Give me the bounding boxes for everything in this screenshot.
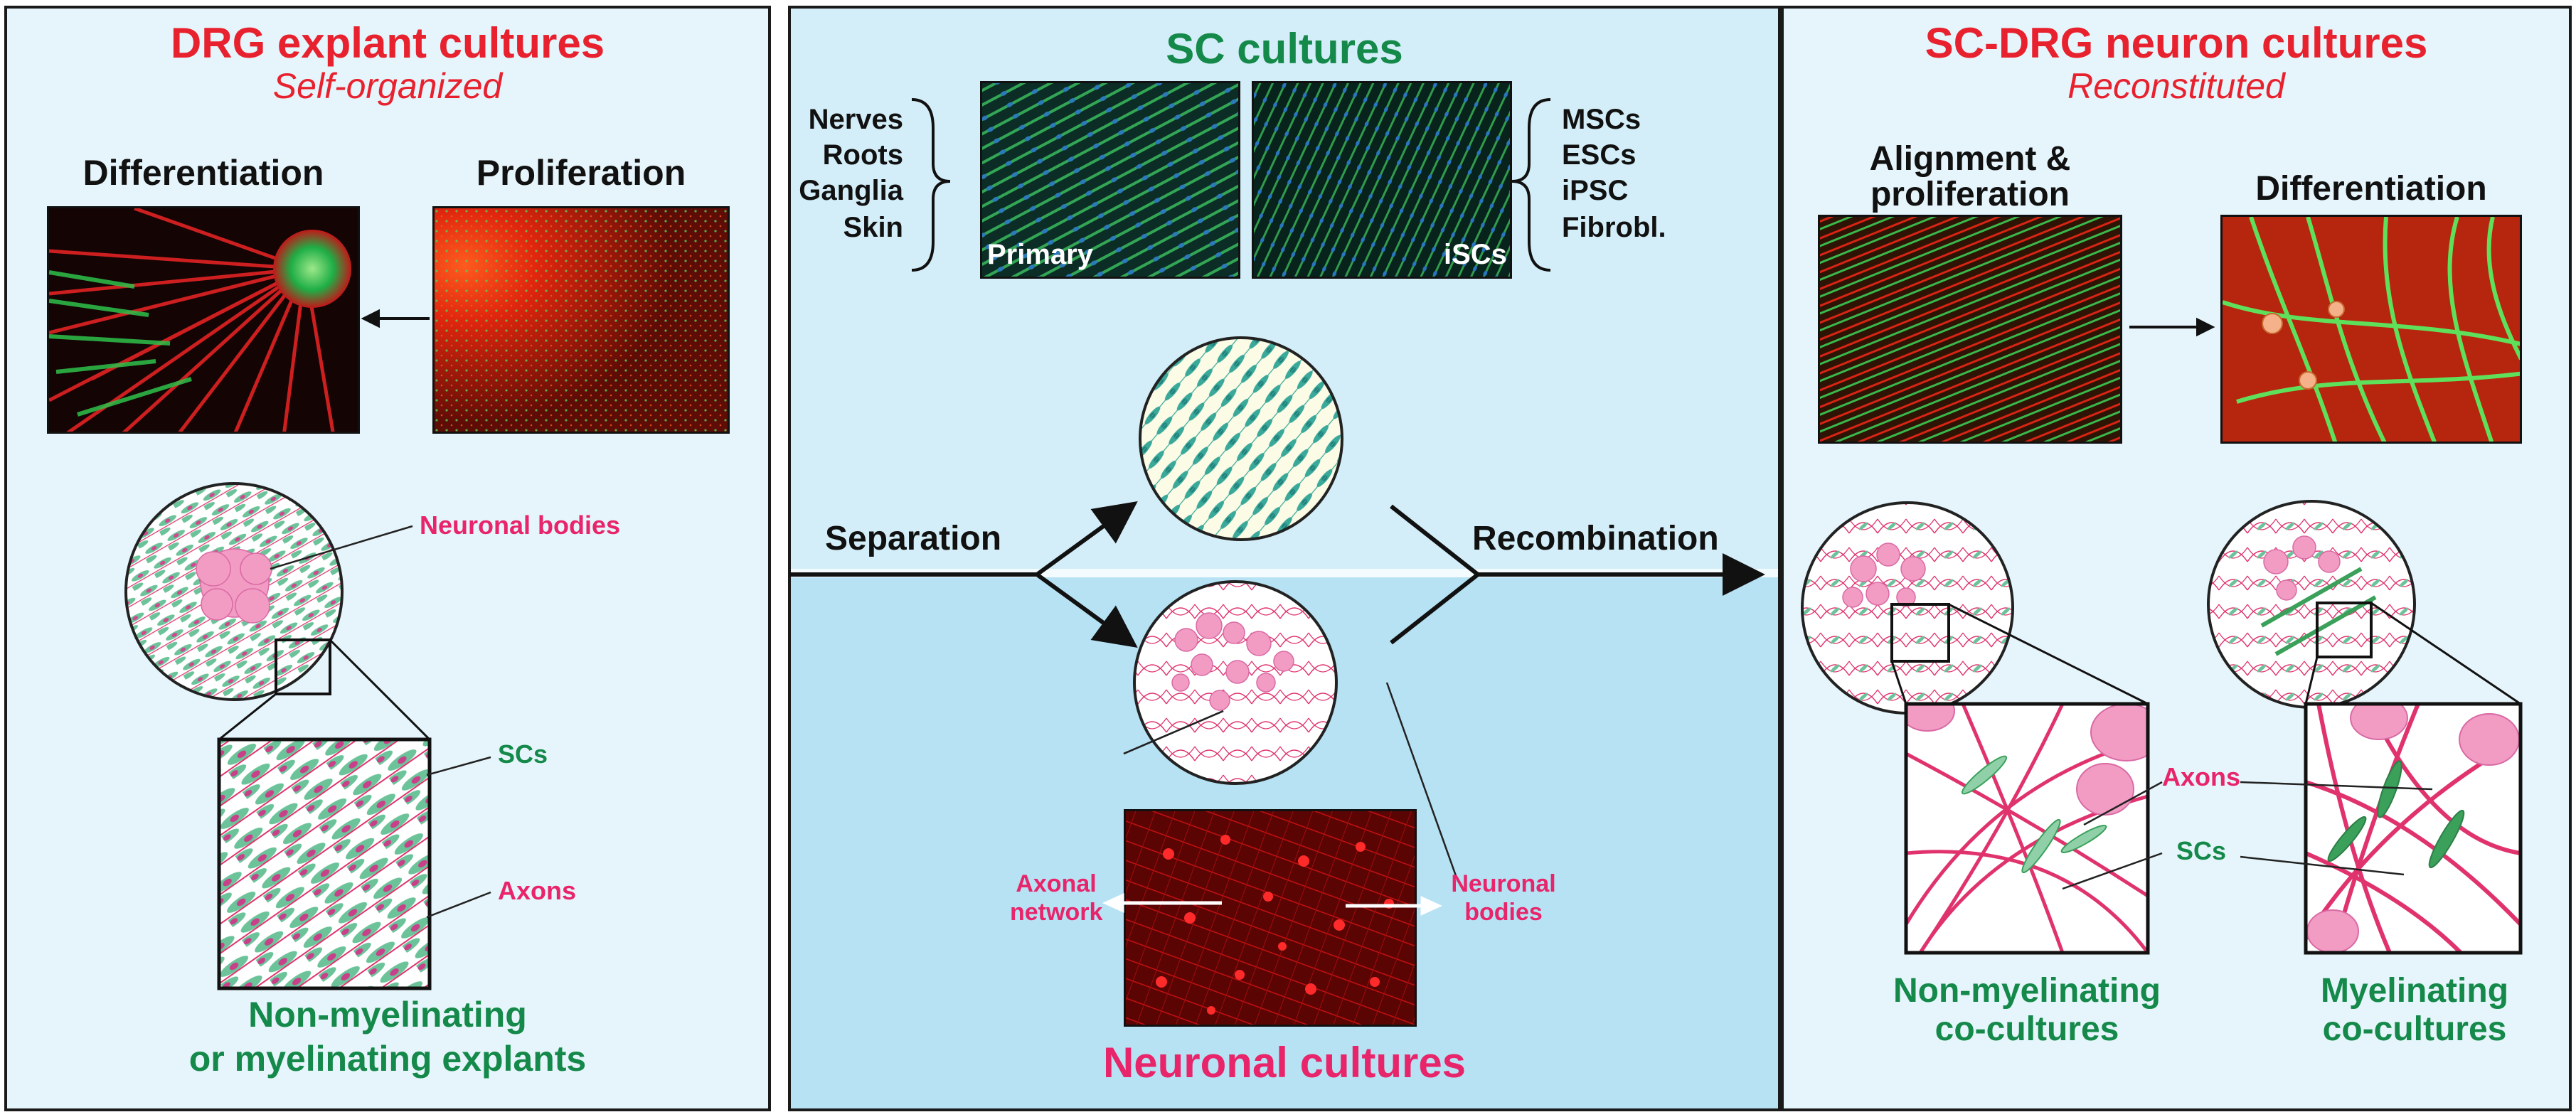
axons-label-left: Axons [498, 876, 577, 905]
separation-label: Separation [825, 520, 1002, 557]
nonmyel-dish [1801, 501, 2149, 715]
myel-zoom [2304, 702, 2523, 955]
photo-primary-scs [980, 81, 1240, 279]
photo-iscs [1252, 81, 1512, 279]
axonal-line2: network [1010, 899, 1103, 926]
recombination-arrows [1390, 504, 1765, 645]
explant-dish [124, 482, 431, 741]
myel-line2: co-cultures [2322, 1010, 2507, 1048]
scs-label-left: SCs [498, 739, 548, 769]
axonal-network-arrow [1102, 893, 1222, 913]
neuronal-bodies-arrow [1346, 896, 1443, 916]
separation-arrows [789, 501, 1138, 648]
primary-label: Primary [987, 239, 1093, 270]
photo-neuronal-culture [1124, 809, 1417, 1027]
alignment-line2: proliferation [1870, 176, 2070, 213]
right-subtitle: Reconstituted [2067, 66, 2285, 106]
middle-footer: Neuronal cultures [1102, 1039, 1467, 1086]
myel-dish [2207, 500, 2521, 709]
sc-dish [1139, 336, 1343, 541]
recombination-label: Recombination [1472, 520, 1719, 557]
neuronal-line1: Neuronal [1451, 870, 1556, 897]
axonal-line1: Axonal [1016, 870, 1097, 897]
left-subtitle: Self-organized [272, 66, 503, 106]
source-mscs: MSCs [1562, 104, 1641, 135]
axons-label-right: Axons [2162, 762, 2241, 791]
right-title: SC-DRG neuron cultures [1925, 19, 2428, 67]
photo-differentiation [47, 206, 360, 434]
axonal-pointer-lines [1123, 682, 1459, 882]
differentiation-label-right: Differentiation [2255, 170, 2487, 208]
photo-differentiation-right [2220, 215, 2522, 444]
source-fibrobl: Fibrobl. [1562, 212, 1666, 243]
differentiation-label: Differentiation [83, 153, 324, 193]
neuronal-line2: bodies [1464, 899, 1543, 926]
left-footer-line1: Non-myelinating [248, 995, 527, 1035]
right-pointer-lines [2062, 781, 2433, 890]
neuron-dish [1133, 580, 1338, 785]
myel-line1: Myelinating [2320, 972, 2509, 1010]
nonmyel-zoom [1904, 702, 2150, 955]
middle-title: SC cultures [1166, 25, 1403, 73]
source-ipsc: iPSC [1562, 175, 1629, 206]
source-escs: ESCs [1562, 139, 1636, 171]
source-ganglia: Ganglia [799, 175, 903, 206]
proliferation-label: Proliferation [476, 153, 686, 193]
alignment-line1: Alignment & [1869, 140, 2071, 178]
right-photo-arrow [2129, 317, 2215, 337]
left-title: DRG explant cultures [170, 19, 605, 67]
nonmyel-line2: co-cultures [1934, 1010, 2119, 1048]
bracket-left [911, 98, 951, 272]
scs-label-right: SCs [2176, 836, 2227, 865]
nonmyel-line1: Non-myelinating [1893, 972, 2161, 1010]
left-footer-line2: or myelinating explants [188, 1039, 587, 1079]
source-roots: Roots [822, 139, 903, 171]
source-nerves: Nerves [808, 104, 903, 135]
photo-alignment-proliferation [1818, 215, 2122, 444]
source-skin: Skin [843, 212, 903, 243]
left-pointer-lines [270, 525, 491, 919]
left-photo-arrow [361, 309, 430, 328]
photo-proliferation [432, 206, 730, 434]
neuronal-bodies-label: Neuronal bodies [420, 511, 621, 540]
bracket-right [1511, 98, 1551, 272]
iscs-label: iSCs [1444, 239, 1507, 270]
explant-zoom [217, 737, 432, 990]
